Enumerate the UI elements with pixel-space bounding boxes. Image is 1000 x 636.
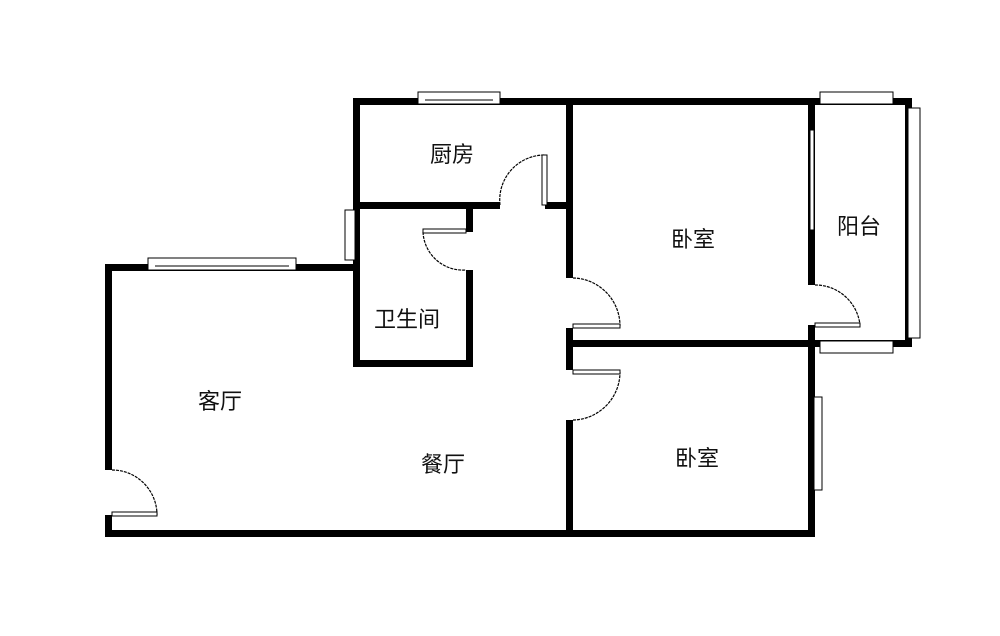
balcony-top-window xyxy=(819,91,894,105)
kitchen-bottom-wall-right xyxy=(545,202,571,209)
walls xyxy=(105,98,912,537)
bedroom1-door-swing xyxy=(572,277,621,327)
room-label-bedroom-2: 卧室 xyxy=(674,447,720,472)
entrance-door-swing xyxy=(111,469,158,516)
bedroom2-door-swing xyxy=(572,371,621,421)
bedroom2-window xyxy=(813,396,823,491)
kitchen-window xyxy=(417,91,501,105)
room-label-dining-room: 餐厅 xyxy=(420,453,466,478)
bathroom-door-swing xyxy=(422,231,467,271)
corridor-wall-upper xyxy=(566,98,573,278)
kitchen-bath-left-wall xyxy=(353,98,360,367)
bath-right-wall-upper xyxy=(466,208,473,232)
room-label-kitchen: 厨房 xyxy=(429,143,475,168)
corridor-wall-mid xyxy=(566,328,573,370)
living-left-wall xyxy=(105,264,112,470)
living-window xyxy=(147,257,297,271)
doors xyxy=(111,154,861,516)
room-label-living-room: 客厅 xyxy=(197,390,243,415)
kitchen-door-swing xyxy=(499,154,546,206)
room-label-bathroom: 卫生间 xyxy=(373,308,441,333)
kitchen-bottom-wall-left xyxy=(353,202,500,209)
room-label-balcony: 阳台 xyxy=(836,215,882,240)
balcony-right-window xyxy=(907,107,921,339)
balcony-inner-window xyxy=(809,129,815,231)
bottom-wall xyxy=(105,530,815,537)
bath-bottom-wall xyxy=(353,360,473,367)
door-leaves xyxy=(111,154,861,517)
balcony-bottom-window xyxy=(819,340,894,354)
bedroom-divider-wall xyxy=(566,340,815,347)
room-label-bedroom-1: 卧室 xyxy=(670,228,716,253)
balcony-wall-lower xyxy=(808,325,815,536)
living-left-wall-bottom xyxy=(105,515,112,536)
corridor-wall-lower xyxy=(566,420,573,536)
windows xyxy=(147,91,921,491)
bath-right-wall-lower xyxy=(466,270,473,367)
balcony-door-swing xyxy=(814,284,861,326)
bathroom-window xyxy=(344,209,356,261)
top-wall xyxy=(353,98,912,105)
